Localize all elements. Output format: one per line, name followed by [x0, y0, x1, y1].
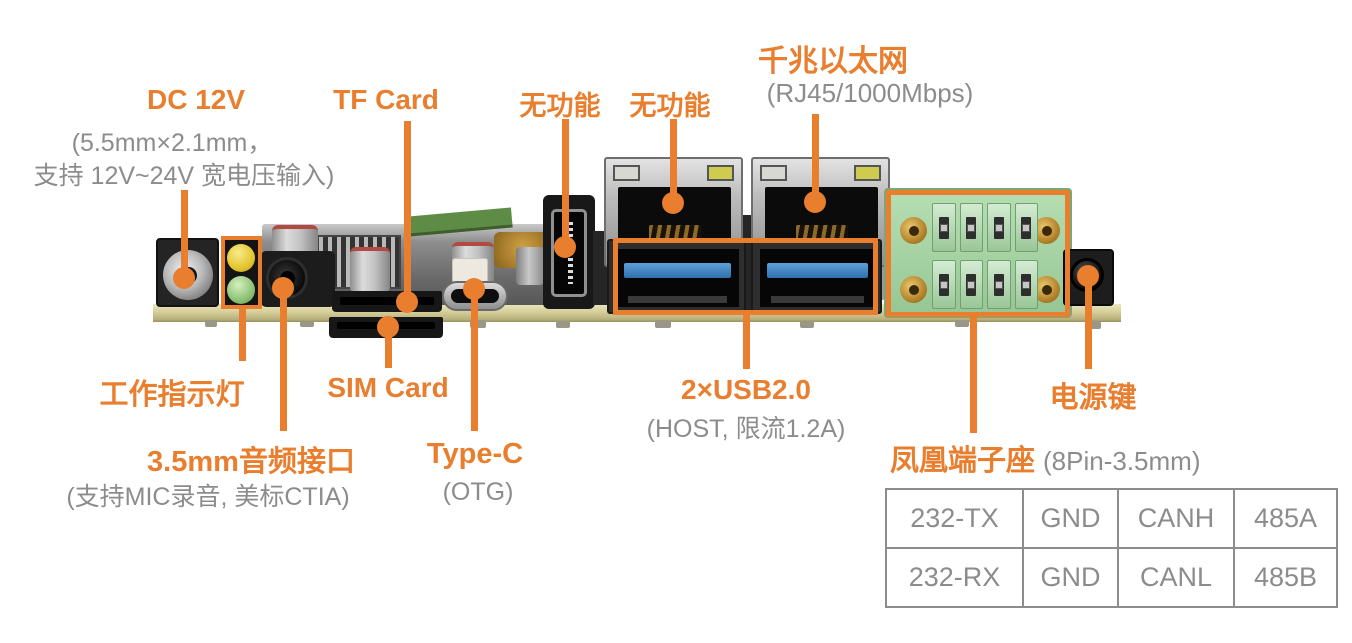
solder-nub: [800, 321, 814, 328]
solder-nub: [655, 320, 671, 328]
label-phoenix-row: 凤凰端子座 (8Pin-3.5mm): [890, 437, 1201, 479]
label-dc12v: DC 12V: [146, 84, 246, 115]
capacitor: [350, 247, 390, 291]
phoenix-terminal: [884, 188, 1072, 318]
rj45-led-window: [760, 165, 787, 181]
rj45-led-window: [854, 165, 881, 181]
leader-line-no-func-2: [670, 119, 677, 204]
solder-nub: [205, 320, 217, 327]
terminal-slot: [959, 260, 983, 309]
leader-line-dc12v: [181, 190, 188, 278]
phoenix-slots: [932, 203, 1038, 309]
terminal-slot: [1014, 203, 1038, 252]
label-type-c-sub: (OTG): [442, 478, 514, 506]
label-power-button: 电源键: [1049, 382, 1137, 414]
terminal-slot: [1014, 260, 1038, 309]
pin-cell: 232-RX: [885, 547, 1024, 608]
terminal-screw: [900, 276, 927, 303]
terminal-screw: [900, 217, 927, 244]
label-audio-sub: (支持MIC录音, 美标CTIA): [66, 483, 350, 511]
label-sim-card: SIM Card: [327, 372, 449, 403]
usb-lip: [628, 296, 727, 303]
leader-dot-no-func-2: [662, 192, 684, 214]
pin-cell: CANL: [1117, 547, 1235, 608]
pin-cell: 485B: [1233, 547, 1338, 608]
table-row: 232-RX GND CANL 485B: [885, 547, 1338, 608]
pin-cell: CANH: [1117, 488, 1235, 549]
label-no-func-1: 无功能: [519, 91, 601, 121]
rj45-led-window: [707, 165, 734, 181]
solder-nub: [470, 320, 486, 328]
pin-cell: 485A: [1233, 488, 1338, 549]
usb-tongue: [624, 263, 731, 278]
label-ethernet: 千兆以太网: [758, 45, 908, 78]
leader-line-sim: [385, 327, 392, 368]
usb-tongue: [767, 263, 868, 278]
terminal-slot: [932, 260, 956, 309]
table-row: 232-TX GND CANH 485A: [885, 488, 1338, 549]
solder-nub: [1085, 321, 1101, 329]
board-component: [743, 215, 753, 310]
terminal-slot: [959, 203, 983, 252]
usb-lip: [771, 296, 864, 303]
pin-cell: GND: [1022, 488, 1119, 549]
leader-line-ethernet: [812, 114, 819, 203]
leader-line-tf-card: [404, 121, 411, 302]
label-ethernet-sub: (RJ45/1000Mbps): [766, 78, 974, 108]
leader-line-usb: [743, 313, 750, 369]
yellow-led: [227, 244, 255, 272]
leader-line-phoenix: [970, 315, 977, 433]
terminal-slot: [987, 203, 1011, 252]
highlight-box-phoenix: [886, 190, 1070, 317]
label-phoenix: 凤凰端子座: [890, 445, 1036, 477]
leader-line-work-led: [239, 307, 246, 361]
capacitor: [516, 247, 544, 285]
solder-nub: [955, 320, 969, 327]
terminal-slot: [987, 260, 1011, 309]
leader-dot-ethernet: [804, 191, 826, 213]
terminal-slot: [932, 203, 956, 252]
status-led-housing: [223, 239, 260, 307]
leader-dot-dc12v: [173, 267, 195, 289]
highlight-box-usb: [613, 238, 878, 315]
phoenix-pinout-table: 232-TX GND CANH 485A 232-RX GND CANL 485…: [885, 488, 1338, 608]
label-phoenix-sub: (8Pin-3.5mm): [1043, 446, 1201, 476]
wafer-connector: [452, 258, 488, 283]
leader-dot-tf-card: [396, 291, 418, 313]
leader-line-no-func-1: [562, 119, 569, 247]
solder-nub: [556, 321, 570, 328]
label-no-func-2: 无功能: [629, 91, 711, 121]
pin-cell: 232-TX: [885, 488, 1024, 549]
label-usb: 2×USB2.0: [681, 374, 811, 405]
leader-line-power: [1085, 276, 1092, 369]
solder-nub: [300, 321, 314, 327]
label-work-led: 工作指示灯: [99, 379, 245, 411]
tf-card-slot: [332, 291, 442, 312]
leader-line-type-c: [471, 289, 478, 431]
label-dc12v-sub1: (5.5mm×2.1mm，: [71, 129, 273, 157]
pin-cell: GND: [1022, 547, 1119, 608]
label-tf-card: TF Card: [333, 84, 439, 115]
green-led: [227, 276, 255, 304]
leader-dot-no-func-1: [554, 236, 576, 258]
tf-slot-opening: [340, 297, 434, 305]
board-component: [593, 231, 607, 305]
usb-port-2: [751, 239, 882, 314]
rj45-led-window: [613, 165, 640, 181]
label-type-c: Type-C: [426, 438, 524, 470]
label-usb-sub: (HOST, 限流1.2A): [646, 415, 846, 443]
label-dc12v-sub2: 支持 12V~24V 宽电压输入): [33, 162, 335, 190]
leader-line-audio: [280, 288, 287, 431]
label-audio: 3.5mm音频接口: [147, 446, 355, 478]
highlight-box-leds: [221, 236, 262, 309]
